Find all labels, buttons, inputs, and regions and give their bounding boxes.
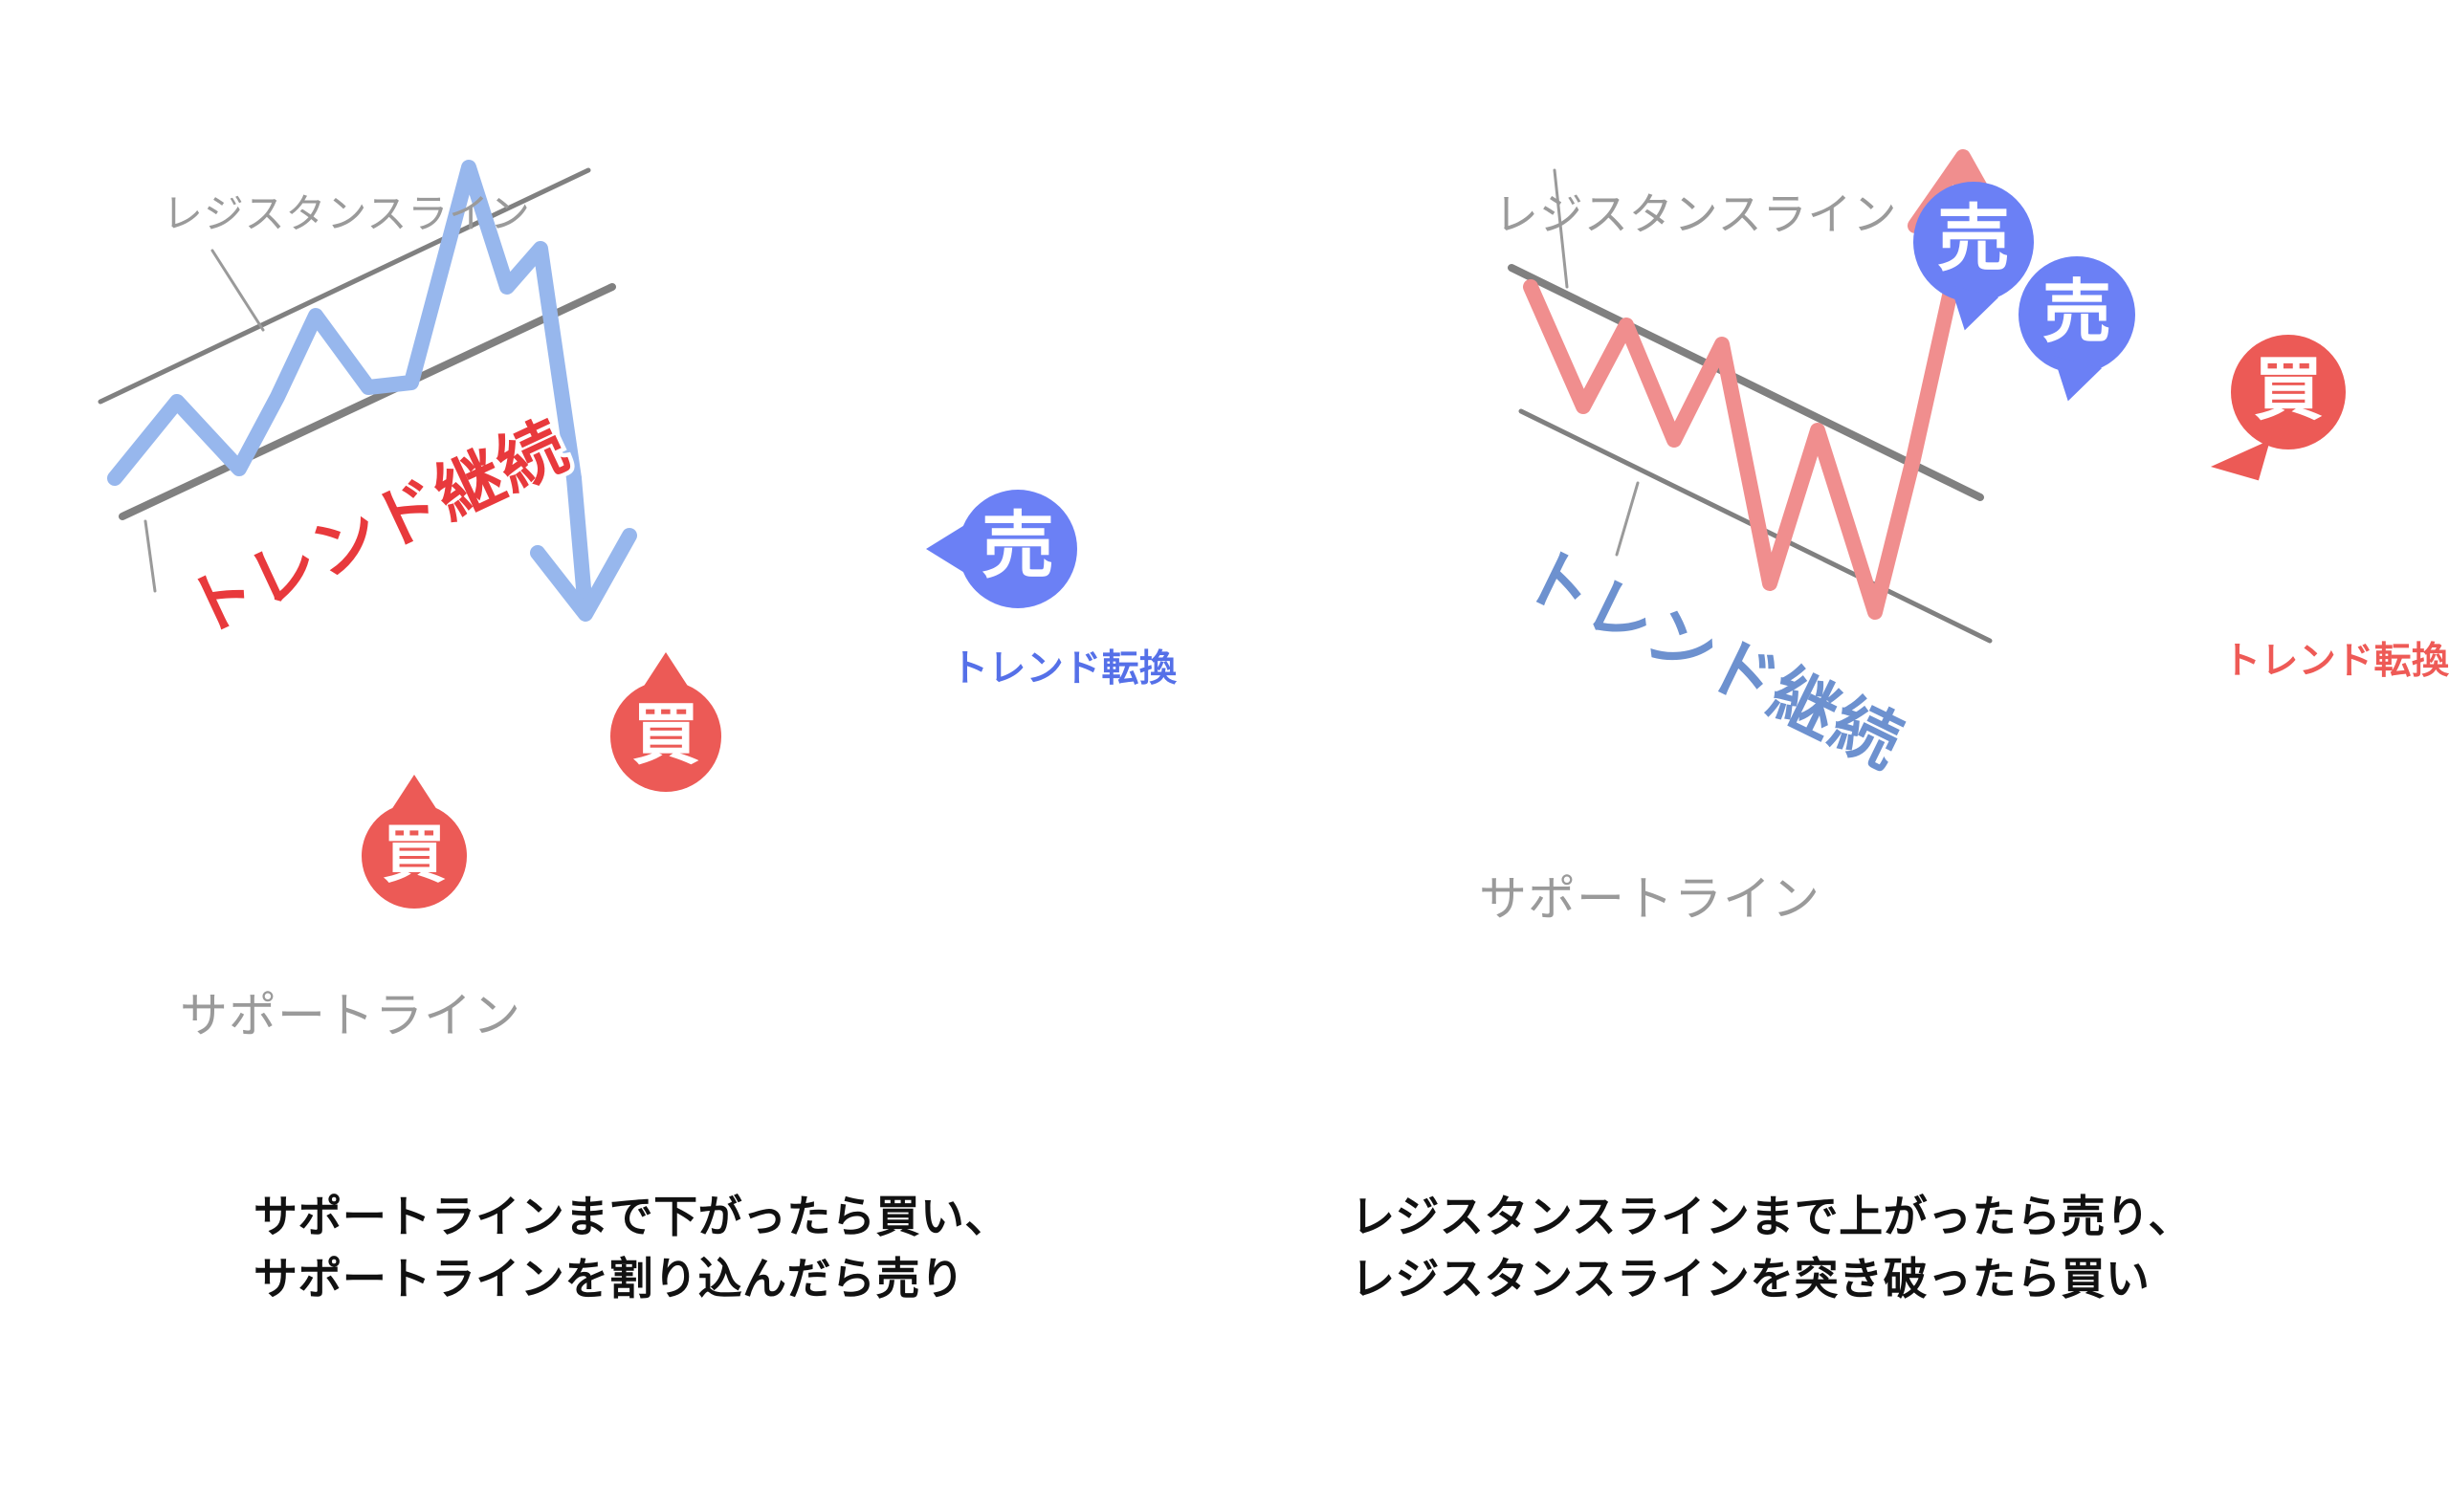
sell-signal-label-2: 売: [2041, 274, 2111, 351]
trend-reversal-note: トレンド転換: [951, 648, 1178, 690]
support-line-label: サポートライン: [180, 989, 521, 1042]
downtrend-caption: レジスタンスラインまで上がったら売り、 レジスタンスラインを突き破ったら買い: [1351, 1192, 2193, 1304]
resistance-leader-line: [210, 249, 265, 332]
breakdown-arrow-head: [530, 528, 637, 622]
uptrend-chart-graphic: [98, 160, 637, 622]
resistance-line-label: レジスタンスライン: [1494, 189, 1898, 239]
sell-signal-bubble-1[interactable]: 売: [1913, 182, 2034, 337]
uptrend-caption: サポートラインまで下がったら買い、 サポートラインを割り込んだら売り: [254, 1192, 1009, 1304]
bubble-tail-icon: [641, 652, 691, 690]
sell-signal-bubble-1[interactable]: 売: [926, 490, 1077, 608]
buy-signal-bubble-1[interactable]: 買: [362, 775, 467, 909]
resistance-line: [98, 167, 591, 405]
sell-signal-label-1: 売: [982, 506, 1054, 587]
resistance-line-label: レジスタンスライン: [163, 191, 531, 236]
sell-signal-label-1: 売: [1937, 199, 2010, 280]
downtrend-chart-graphic: [1508, 149, 2015, 644]
support-line-label: サポートライン: [1479, 872, 1820, 926]
trend-reversal-note: トレンド転換: [2223, 641, 2449, 682]
sell-signal-bubble-2[interactable]: 売: [2019, 256, 2135, 407]
breakdown-arrow-shaft: [566, 471, 593, 618]
bubble-tail-icon: [926, 524, 966, 574]
buy-signal-label-2: 買: [632, 697, 699, 772]
downtrend-chart-panel: レジスタンスライン サポートライン トレンド継続 売 売 買 トレンド転換 レジ…: [1224, 0, 2449, 1512]
buy-signal-label-1: 買: [383, 819, 446, 889]
resistance-line: [1508, 264, 1984, 501]
support-leader-line: [143, 519, 157, 593]
uptrend-chart-panel: レジスタンスライン サポートライン トレンド継続 買 買 売 トレンド転換 サポ…: [0, 0, 1224, 1512]
price-zigzag-line: [1523, 279, 1959, 620]
buy-signal-bubble-2[interactable]: 買: [610, 652, 721, 792]
buy-signal-bubble-1[interactable]: 買: [2210, 335, 2346, 481]
resistance-leader-line: [1553, 168, 1569, 289]
support-leader-line: [1615, 481, 1640, 557]
price-zigzag-line: [107, 160, 582, 486]
support-line: [119, 283, 616, 520]
bubble-tail-icon: [389, 775, 439, 813]
buy-signal-label-1: 買: [2253, 352, 2323, 428]
